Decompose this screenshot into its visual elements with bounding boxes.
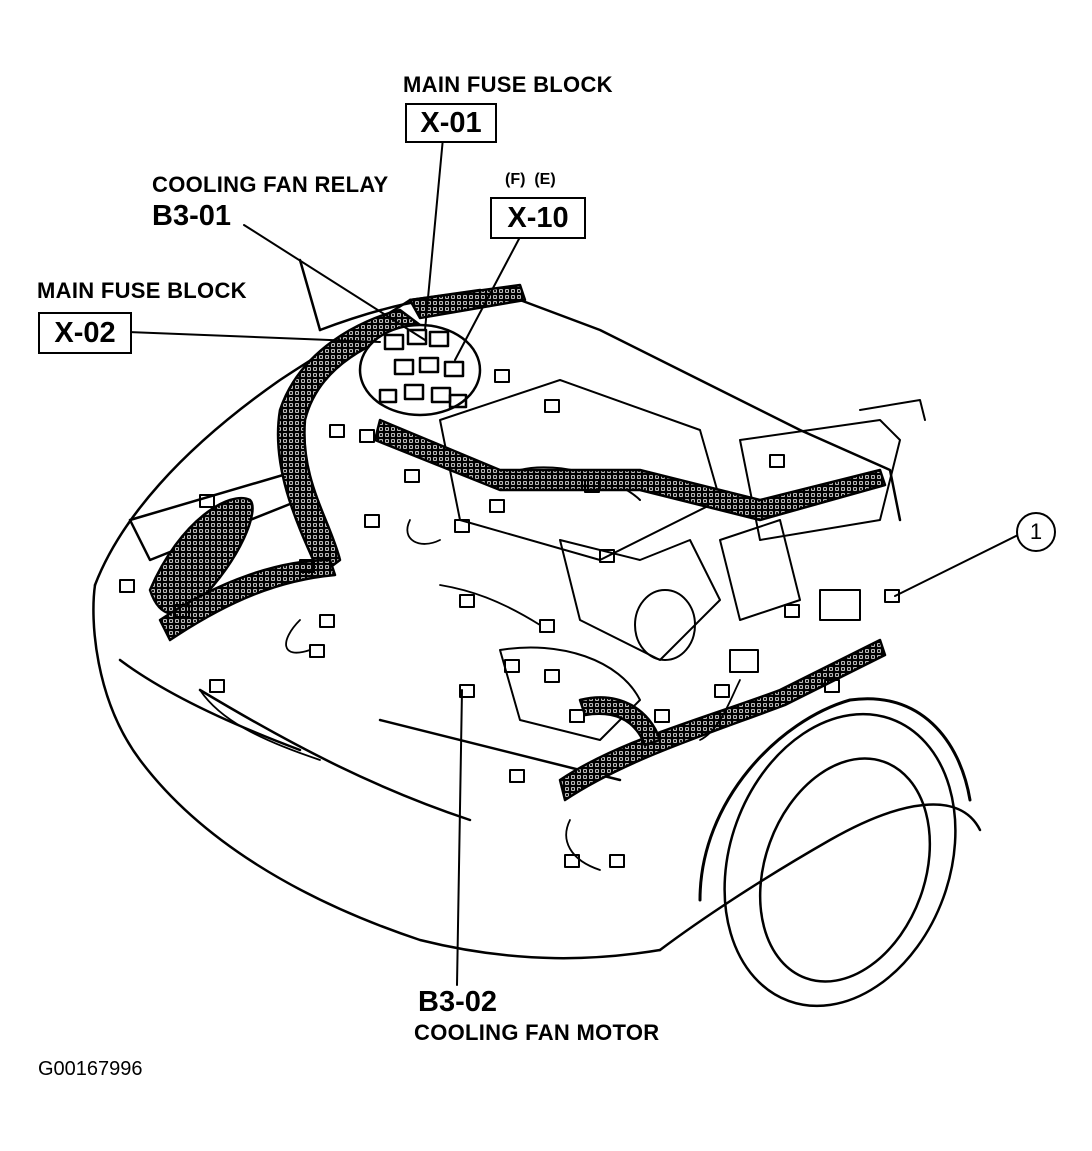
x01-connector-label: X-01 bbox=[405, 103, 497, 143]
main-fuse-block-left-label: MAIN FUSE BLOCK bbox=[37, 278, 247, 303]
figure-id: G00167996 bbox=[38, 1058, 143, 1080]
wire-harness bbox=[148, 283, 887, 802]
fuse-block-cluster bbox=[358, 323, 482, 417]
x02-connector-label: X-02 bbox=[38, 312, 132, 354]
car-body-outline bbox=[92, 258, 982, 960]
leader-lines bbox=[127, 137, 1019, 986]
loose-wires bbox=[199, 519, 741, 871]
connectors bbox=[119, 369, 900, 868]
x10-connector-label: X-10 bbox=[490, 197, 586, 239]
main-fuse-block-top-label: MAIN FUSE BLOCK bbox=[403, 72, 613, 97]
fe-variant-label: (F) (E) bbox=[505, 171, 556, 188]
cooling-fan-motor-label: COOLING FAN MOTOR bbox=[414, 1020, 660, 1045]
callout-1-number: 1 bbox=[1029, 519, 1043, 544]
front-wheel bbox=[698, 697, 972, 1008]
b301-connector-label: B3-01 bbox=[152, 200, 231, 232]
b302-connector-label: B3-02 bbox=[418, 986, 497, 1018]
engine-block bbox=[439, 379, 926, 741]
callout-1-marker: 1 bbox=[1016, 512, 1056, 552]
cooling-fan-relay-label: COOLING FAN RELAY bbox=[152, 172, 389, 197]
